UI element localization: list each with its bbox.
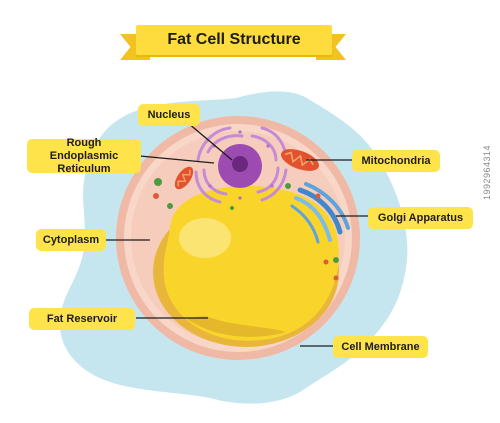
- mitochondrion-right: [280, 149, 320, 171]
- label-rough-er-line2: Reticulum: [57, 162, 111, 175]
- vesicles: [153, 178, 339, 281]
- label-mitochondria: Mitochondria: [352, 150, 440, 172]
- label-rough-er-line1: Rough Endoplasmic: [49, 136, 119, 162]
- page-title: Fat Cell Structure: [136, 25, 332, 55]
- label-cytoplasm: Cytoplasm: [36, 229, 106, 251]
- label-golgi-apparatus: Golgi Apparatus: [368, 207, 473, 229]
- label-fat-reservoir: Fat Reservoir: [29, 308, 135, 330]
- rough-er: [194, 126, 288, 204]
- golgi-apparatus: [290, 182, 350, 244]
- label-cell-membrane: Cell Membrane: [333, 336, 428, 358]
- mitochondrion-left: [174, 166, 194, 190]
- stock-id-watermark: 1992964314: [482, 144, 492, 200]
- fat-reservoir-highlight: [179, 218, 231, 258]
- nucleolus: [232, 156, 248, 172]
- fat-reservoir-bottom-shade: [186, 316, 286, 337]
- leader-lines: [80, 122, 368, 347]
- ribosomes: [208, 130, 274, 200]
- label-rough-er: Rough Endoplasmic Reticulum: [27, 136, 141, 175]
- label-nucleus: Nucleus: [138, 104, 200, 126]
